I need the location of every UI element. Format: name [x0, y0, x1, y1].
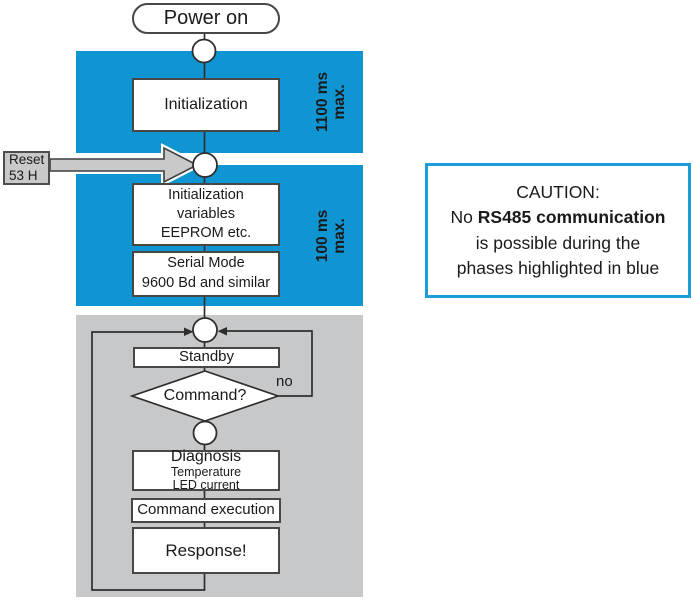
standby-label: Standby	[178, 348, 235, 366]
no-text: no	[276, 373, 293, 390]
phase1-duration-label: 1100 ms max.	[309, 52, 353, 152]
command-text: Command?	[163, 387, 247, 404]
response-step: Response!	[132, 527, 280, 574]
phase2-duration-label: 100 ms max.	[309, 186, 353, 286]
standby-step: Standby	[133, 347, 280, 368]
caution-line2-bold: RS485 communication	[477, 207, 666, 227]
power-on-terminator: Power on	[132, 3, 280, 34]
init-variables-step: Initialization variables EEPROM etc.	[132, 183, 280, 246]
diagnosis-led-current: LED current	[172, 478, 240, 493]
caution-line3: is possible during the	[475, 232, 641, 253]
diagnosis-step: Diagnosis Temperature LED current	[132, 447, 280, 493]
caution-note: CAUTION: No RS485 communication is possi…	[425, 163, 691, 298]
diagnosis-title: Diagnosis	[170, 447, 242, 465]
caution-line4: phases highlighted in blue	[456, 258, 660, 278]
serial-mode-label: Serial Mode 9600 Bd and similar	[141, 255, 271, 291]
no-branch-label: no	[276, 373, 310, 390]
caution-line2: No RS485 communication	[451, 205, 666, 231]
command-decision-label: Command?	[132, 385, 278, 407]
reset-53h-text: Reset 53 H	[9, 152, 45, 183]
serial-mode-step: Serial Mode 9600 Bd and similar	[132, 251, 280, 297]
command-execution-label: Command execution	[137, 501, 275, 519]
reset-53h-tag: Reset 53 H	[3, 151, 50, 185]
initialization-label: Initialization	[164, 96, 248, 113]
response-label: Response!	[165, 540, 247, 560]
initialization-step: Initialization	[132, 78, 280, 132]
caution-line2-prefix: No	[450, 207, 478, 227]
init-variables-label: Initialization variables EEPROM etc.	[160, 186, 252, 242]
phase1-duration-text: 1100 ms max.	[313, 71, 348, 133]
caution-title: CAUTION:	[516, 181, 600, 202]
power-on-label: Power on	[163, 7, 249, 29]
phase2-duration-text: 100 ms max.	[313, 209, 348, 263]
command-execution-step: Command execution	[131, 498, 281, 523]
diagnosis-temperature: Temperature	[170, 464, 242, 479]
